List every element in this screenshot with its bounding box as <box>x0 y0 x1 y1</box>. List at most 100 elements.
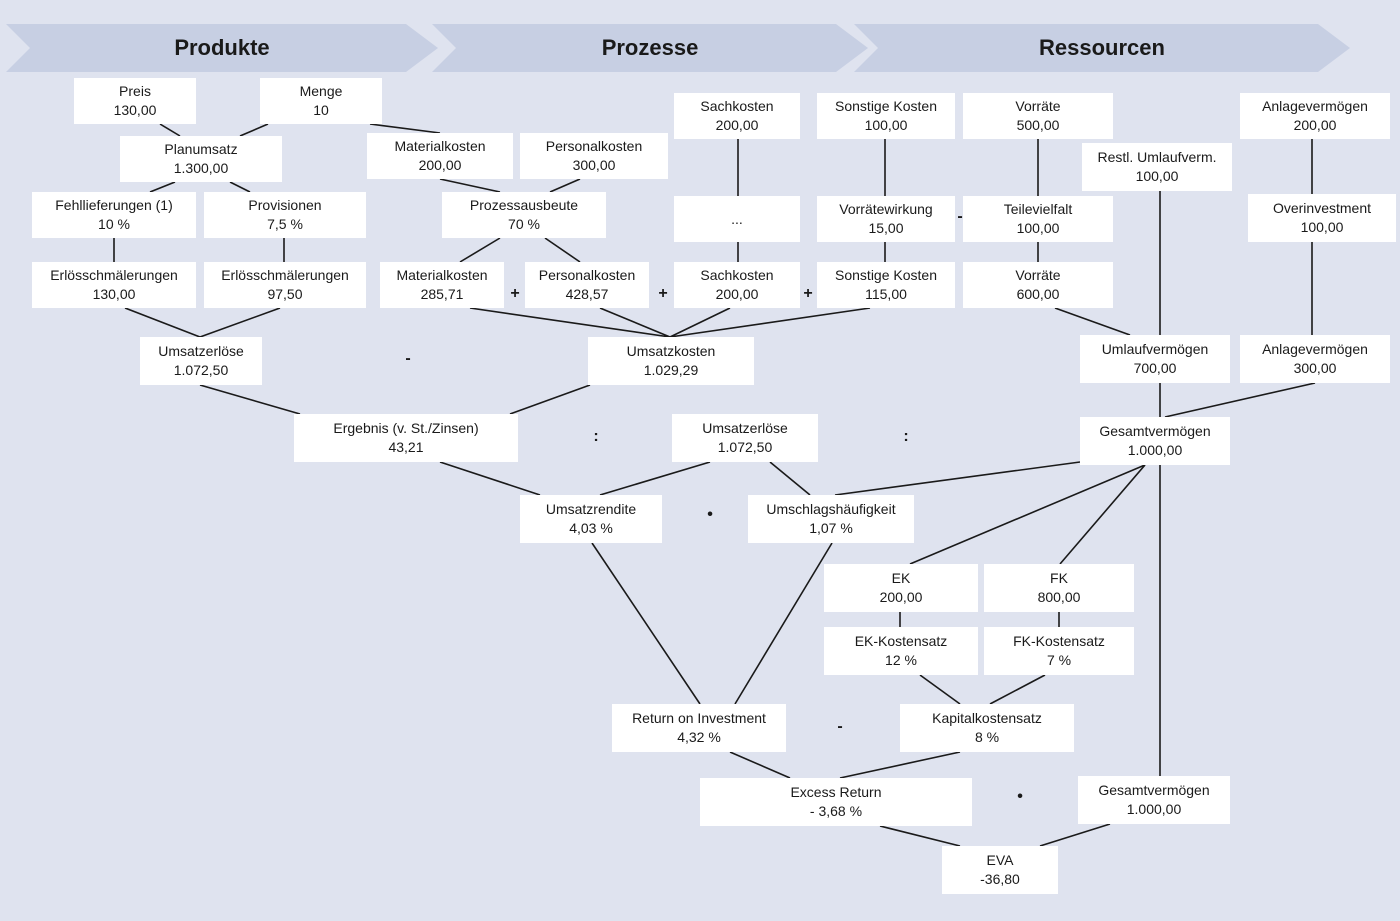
node-label: Anlagevermögen <box>1262 341 1368 357</box>
node-label: Materialkosten <box>396 267 488 283</box>
node-value: 800,00 <box>1037 589 1081 605</box>
connector-line <box>879 825 961 847</box>
node-label: Umsatzerlöse <box>702 420 788 436</box>
operator-multiply: • <box>707 506 713 523</box>
operator-plus: + <box>658 285 668 302</box>
node-anlagevermoegen-2: Anlagevermögen 300,00 <box>1240 335 1390 383</box>
banner-prozesse-label: Prozesse <box>601 35 699 60</box>
node-label: Excess Return <box>790 784 882 800</box>
connector-line <box>669 307 731 338</box>
operator-minus: - <box>957 208 963 225</box>
operator-multiply: • <box>1017 788 1023 805</box>
node-label: Sonstige Kosten <box>835 98 937 114</box>
chevron-arrow-icon <box>6 24 438 72</box>
node-label: Materialkosten <box>394 138 486 154</box>
node-value: 12 % <box>885 652 917 668</box>
node-label: Erlösschmälerungen <box>221 267 349 283</box>
node-value: 200,00 <box>879 589 923 605</box>
node-label: Vorräte <box>1015 98 1061 114</box>
node-label: EK-Kostensatz <box>854 633 948 649</box>
connector-line <box>1059 464 1146 565</box>
node-value: 285,71 <box>420 286 464 302</box>
node-fk-kostensatz: FK-Kostensatz 7 % <box>984 627 1134 675</box>
node-value: 7 % <box>1046 652 1072 668</box>
node-label: FK-Kostensatz <box>1013 633 1105 649</box>
connector-line <box>769 461 811 496</box>
node-label: Teilevielfalt <box>1003 201 1073 217</box>
node-label: Erlösschmälerungen <box>50 267 178 283</box>
connector-line <box>1039 823 1111 847</box>
connector-line <box>544 237 581 263</box>
node-label: Personalkosten <box>538 267 636 283</box>
node-label: Umsatzkosten <box>626 343 716 359</box>
connector-line <box>229 181 251 193</box>
node-value: - 3,68 % <box>809 803 863 819</box>
node-ergebnis: Ergebnis (v. St./Zinsen)43,21 <box>294 414 518 462</box>
node-label: Anlagevermögen <box>1262 98 1368 114</box>
connector-line <box>239 123 269 137</box>
node-vorraetewirkung: Vorrätewirkung 15,00 <box>817 196 955 242</box>
node-erloesschmaelerungen-2: Erlösschmälerungen 97,50 <box>204 262 366 308</box>
node-value: 300,00 <box>1293 360 1337 376</box>
node-label: Planumsatz <box>164 141 238 157</box>
node-restl-umlaufvermoegen: Restl. Umlaufverm.100,00 <box>1082 143 1232 191</box>
node-value: 97,50 <box>267 286 303 302</box>
connector-line <box>599 307 671 338</box>
node-label: Gesamtvermögen <box>1098 782 1210 798</box>
connector-line <box>509 384 591 415</box>
connector-line <box>919 674 961 705</box>
node-excess-return: Excess Return - 3,68 % <box>700 778 972 826</box>
operator-minus: - <box>837 718 843 735</box>
node-label: Gesamtvermögen <box>1099 423 1211 439</box>
node-value: 300,00 <box>572 157 616 173</box>
node-fehllieferungen: Fehllieferungen (1)10 % <box>32 192 196 238</box>
node-value: 100,00 <box>1016 220 1060 236</box>
connector-line <box>834 461 1081 496</box>
node-value: 4,32 % <box>677 729 721 745</box>
connector-line <box>729 751 791 779</box>
operator-divide: : <box>903 428 909 445</box>
node-value: 1,07 % <box>809 520 853 536</box>
node-value: 15,00 <box>868 220 904 236</box>
node-label: Prozessausbeute <box>469 197 579 213</box>
node-ellipsis: ... <box>674 196 800 242</box>
node-label: Vorrätewirkung <box>839 201 933 217</box>
connector-line <box>149 181 176 193</box>
banner-prozesse: Prozesse <box>432 24 868 72</box>
connector-line <box>439 461 541 496</box>
connector-line <box>459 237 501 263</box>
node-label: Sachkosten <box>700 98 774 114</box>
node-label: Fehllieferungen (1) <box>55 197 173 213</box>
node-label: Overinvestment <box>1272 200 1372 216</box>
node-value: 1.072,50 <box>173 362 229 378</box>
node-label: Umlaufvermögen <box>1101 341 1209 357</box>
node-eva: EVA-36,80 <box>942 846 1058 894</box>
chevron-arrow-icon <box>854 24 1350 72</box>
node-value: 428,57 <box>565 286 609 302</box>
node-value: 1.300,00 <box>173 160 229 176</box>
node-value: 130,00 <box>113 102 157 118</box>
node-value: 1.029,29 <box>643 362 699 378</box>
connector-line <box>1164 382 1316 418</box>
connector-line <box>159 123 181 137</box>
node-label: ... <box>731 210 743 227</box>
node-label: Personalkosten <box>545 138 643 154</box>
banner-ressourcen: Ressourcen <box>854 24 1350 72</box>
